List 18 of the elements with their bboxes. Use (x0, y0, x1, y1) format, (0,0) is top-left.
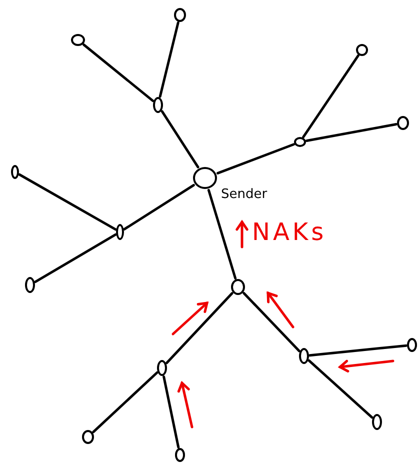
connector-line (160, 110, 200, 168)
connector-line (242, 292, 300, 352)
connector-line (82, 44, 154, 102)
connector-line (18, 173, 117, 231)
connector-line (216, 143, 295, 174)
node-label: Sender (221, 187, 268, 202)
connector-line (305, 123, 398, 142)
connector-line (158, 22, 180, 98)
connector-line (308, 359, 374, 419)
connector-line (302, 54, 360, 138)
connector-line (123, 184, 195, 230)
connector-line (92, 371, 158, 434)
annotation-label: NAKs (252, 218, 327, 246)
connector-line (34, 233, 117, 284)
connector-line (162, 375, 180, 449)
connector-line (166, 292, 234, 364)
connector-line (308, 344, 408, 357)
connector-line (207, 188, 237, 280)
